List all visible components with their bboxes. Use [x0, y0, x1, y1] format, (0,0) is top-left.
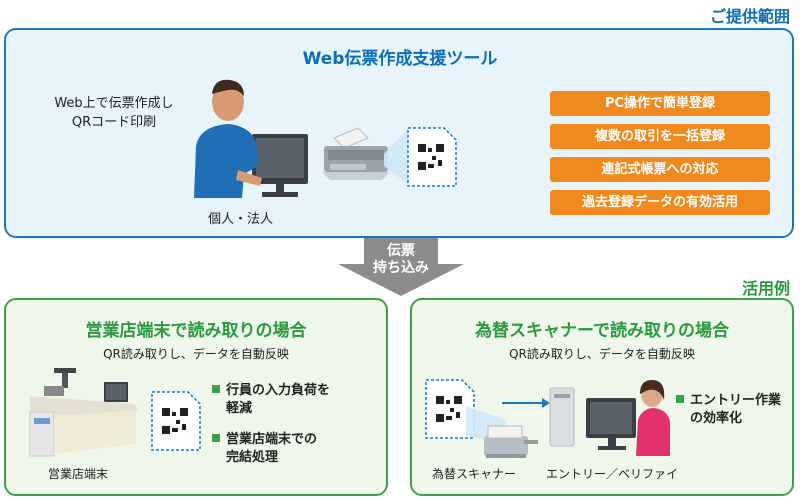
description-line-1: Web上で伝票作成し [54, 96, 174, 111]
entry-verify-caption: エントリー／ベリファイ [546, 467, 679, 481]
branch-terminal-title: 営業店端末で読み取りの場合 [85, 321, 307, 341]
feature-badge-bulk-registration: 複数の取引を一括登録 [550, 124, 770, 149]
right-bullet-1-line-1: エントリー作業 [690, 393, 782, 408]
web-tool-title: Web伝票作成支援ツール [302, 49, 498, 69]
branch-terminal-panel: 営業店端末で読み取りの場合 QR読み取りし、データを自動反映 [4, 298, 388, 496]
feature-badge-reuse-past-data: 過去登録データの有効活用 [550, 190, 770, 215]
branch-terminal-subtitle: QR読み取りし、データを自動反映 [103, 347, 289, 361]
bullet-square-icon [212, 385, 220, 393]
arrow-line-2: 持ち込み [373, 260, 429, 276]
scanner-caption: 為替スキャナー [432, 467, 517, 481]
left-bullet-2-line-1: 営業店端末での [226, 432, 318, 447]
usage-label: 活用例 [741, 279, 790, 298]
scanner-title: 為替スキャナーで読み取りの場合 [475, 321, 729, 341]
web-tool-description: Web上で伝票作成し QRコード印刷 [24, 94, 204, 132]
qr-document-icon [407, 127, 457, 187]
description-line-2: QRコード印刷 [71, 115, 157, 130]
left-bullet-1-line-1: 行員の入力負荷を [226, 383, 331, 398]
printer-icon [322, 127, 390, 180]
feature-badge-pc-easy-registration: PC操作で簡単登録 [550, 91, 770, 116]
left-bullet-2-line-2: 完結処理 [226, 450, 279, 465]
entry-operator-icon [549, 380, 670, 456]
qr-document-icon-right [425, 379, 475, 439]
scanner-subtitle: QR読み取りし、データを自動反映 [509, 347, 695, 361]
bring-in-arrow-label: 伝票 持ち込み [356, 243, 446, 277]
bullet-square-icon [676, 395, 684, 403]
person-at-computer-icon [194, 79, 308, 198]
qr-document-icon-left [151, 391, 201, 451]
print-beam [384, 126, 410, 186]
right-bullet-1: エントリー作業 の効率化 [676, 392, 781, 428]
bring-in-arrow-icon [338, 238, 464, 296]
left-bullet-1-line-2: 軽減 [226, 401, 253, 416]
transfer-arrow-icon [502, 398, 550, 408]
branch-terminal-caption: 営業店端末 [48, 467, 109, 481]
arrow-line-1: 伝票 [387, 243, 415, 259]
left-bullet-2: 営業店端末での 完結処理 [212, 431, 317, 467]
scope-label: ご提供範囲 [709, 7, 790, 26]
right-bullet-1-line-2: の効率化 [690, 411, 743, 426]
bullet-square-icon [212, 434, 220, 442]
left-bullet-1: 行員の入力負荷を 軽減 [212, 382, 330, 418]
exchange-scanner-icon [484, 425, 538, 458]
branch-terminal-icon [29, 368, 138, 457]
person-label: 個人・法人 [208, 212, 274, 227]
feature-badge-continuous-form: 連記式帳票への対応 [550, 157, 770, 182]
